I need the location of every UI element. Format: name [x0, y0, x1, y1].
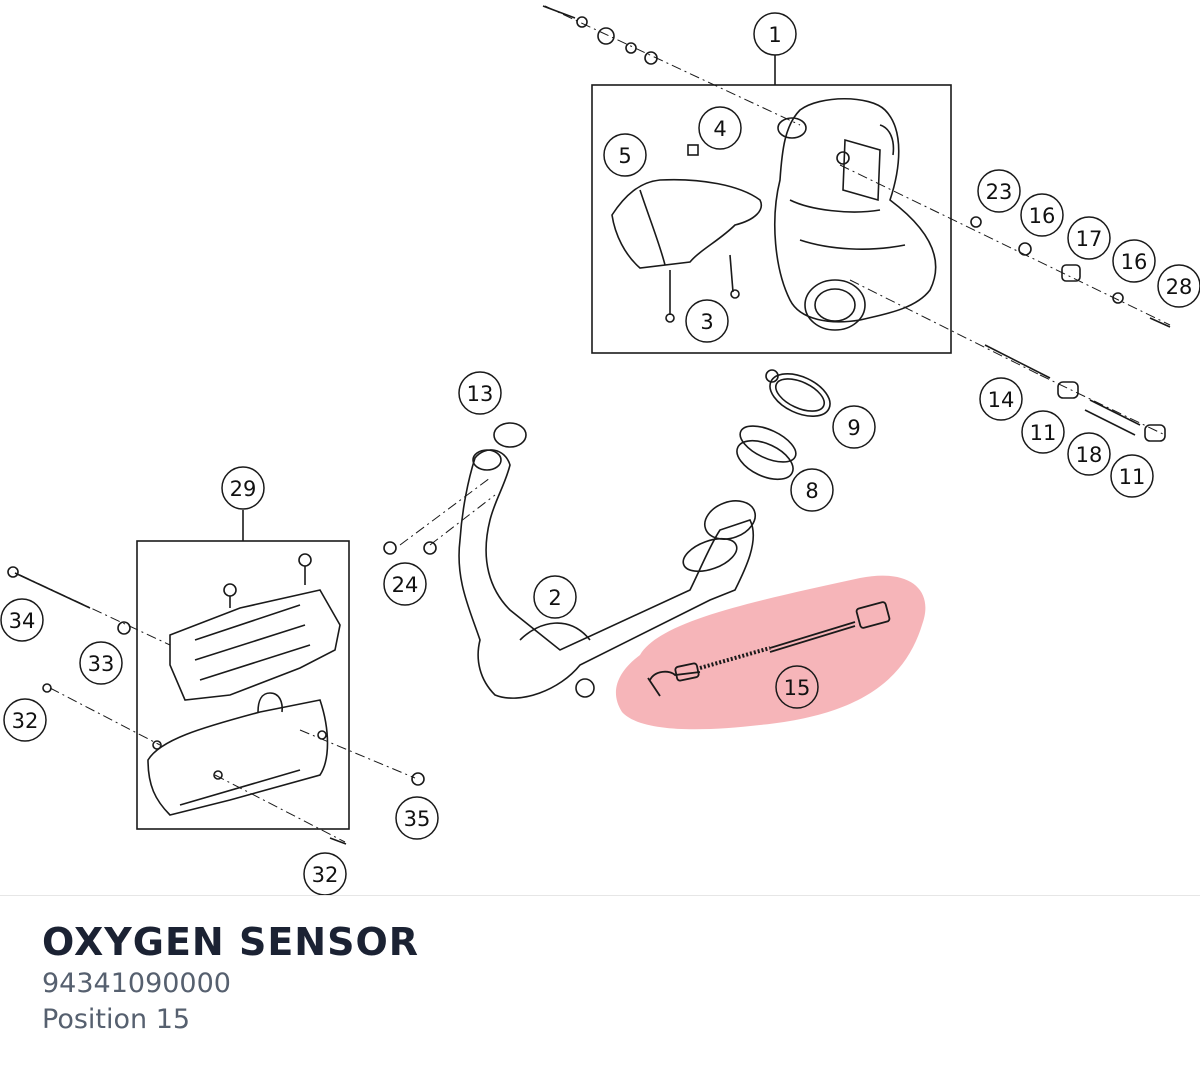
callout-3: 3	[700, 310, 713, 334]
callout-28: 28	[1166, 275, 1193, 299]
fasteners-right	[970, 216, 1171, 442]
clamp-and-sleeve	[736, 369, 831, 481]
callout-32-b: 32	[312, 863, 339, 887]
callout-32-a: 32	[12, 709, 39, 733]
part-number: 94341090000	[42, 968, 231, 999]
callout-11-b: 11	[1119, 465, 1146, 489]
part-position: Position 15	[42, 1004, 191, 1035]
callout-33: 33	[88, 652, 115, 676]
heat-shield-bracket	[611, 144, 762, 323]
callout-11-a: 11	[1030, 421, 1057, 445]
callout-16-b: 16	[1121, 250, 1148, 274]
callout-18: 18	[1076, 443, 1103, 467]
part-caption: OXYGEN SENSOR 94341090000 Position 15	[42, 918, 419, 1038]
skid-plate-upper	[169, 553, 341, 701]
exhaust-header-pipe	[383, 422, 756, 699]
callout-17: 17	[1076, 227, 1103, 251]
callout-8: 8	[805, 479, 818, 503]
fasteners-top	[542, 5, 658, 65]
callout-9: 9	[847, 416, 860, 440]
fasteners-left	[7, 566, 425, 845]
caption-divider	[0, 895, 1200, 896]
group-box-1	[591, 84, 952, 354]
callout-4: 4	[713, 117, 726, 141]
callout-circles	[0, 12, 1200, 895]
callout-15: 15	[784, 676, 811, 700]
callout-1: 1	[768, 23, 781, 47]
callout-34: 34	[9, 609, 36, 633]
oxygen-sensor	[647, 601, 891, 697]
callout-2: 2	[548, 586, 561, 610]
callout-29: 29	[230, 477, 257, 501]
muffler-assembly	[774, 97, 937, 331]
callout-35: 35	[404, 807, 431, 831]
callout-23: 23	[986, 180, 1013, 204]
callout-24: 24	[392, 573, 419, 597]
exploded-parts-diagram: 1 2 3 4 5 8 9 11 11 13 14 15 16 16 17 18…	[0, 5, 1200, 895]
callout-5: 5	[618, 144, 631, 168]
part-name: OXYGEN SENSOR	[42, 920, 420, 964]
callout-13: 13	[467, 382, 494, 406]
skid-plate-lower	[147, 692, 329, 816]
callout-14: 14	[988, 388, 1015, 412]
callout-16-a: 16	[1029, 204, 1056, 228]
